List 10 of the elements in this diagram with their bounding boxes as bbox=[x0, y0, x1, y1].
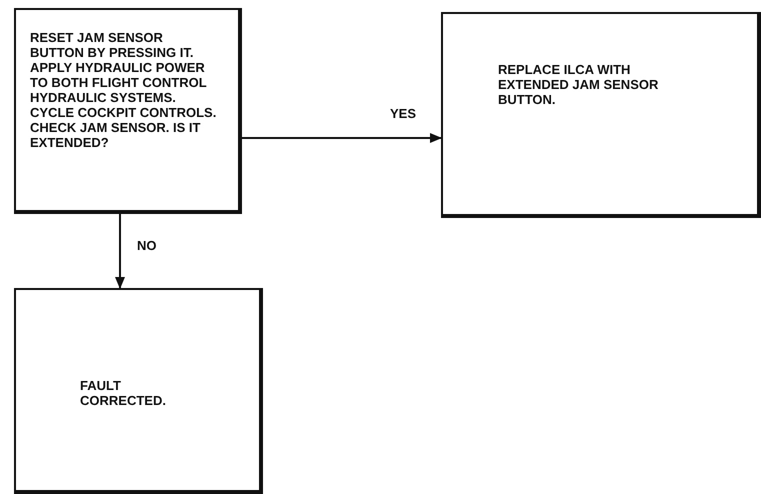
decision-box bbox=[14, 8, 242, 214]
box-text: RESET JAM SENSOR BUTTON BY PRESSING IT. APPLY HYDRAULIC POWER TO BOTH FLIGHT CONTROL HYDRAULIC SYSTEMS. CYCLE COCKPIT CONTROLS. CHECK JAM SENSOR. IS IT EXTENDED? bbox=[30, 30, 218, 150]
box-text: REPLACE ILCA WITH EXTENDED JAM SENSOR BUTTON. bbox=[498, 62, 660, 107]
edge-label: YES bbox=[389, 106, 418, 121]
process-box bbox=[441, 12, 761, 218]
box-text: FAULT CORRECTED. bbox=[80, 378, 167, 408]
arrow bbox=[115, 214, 125, 289]
process-box bbox=[14, 288, 263, 494]
edge-label: NO bbox=[136, 238, 158, 253]
arrow bbox=[242, 133, 442, 143]
